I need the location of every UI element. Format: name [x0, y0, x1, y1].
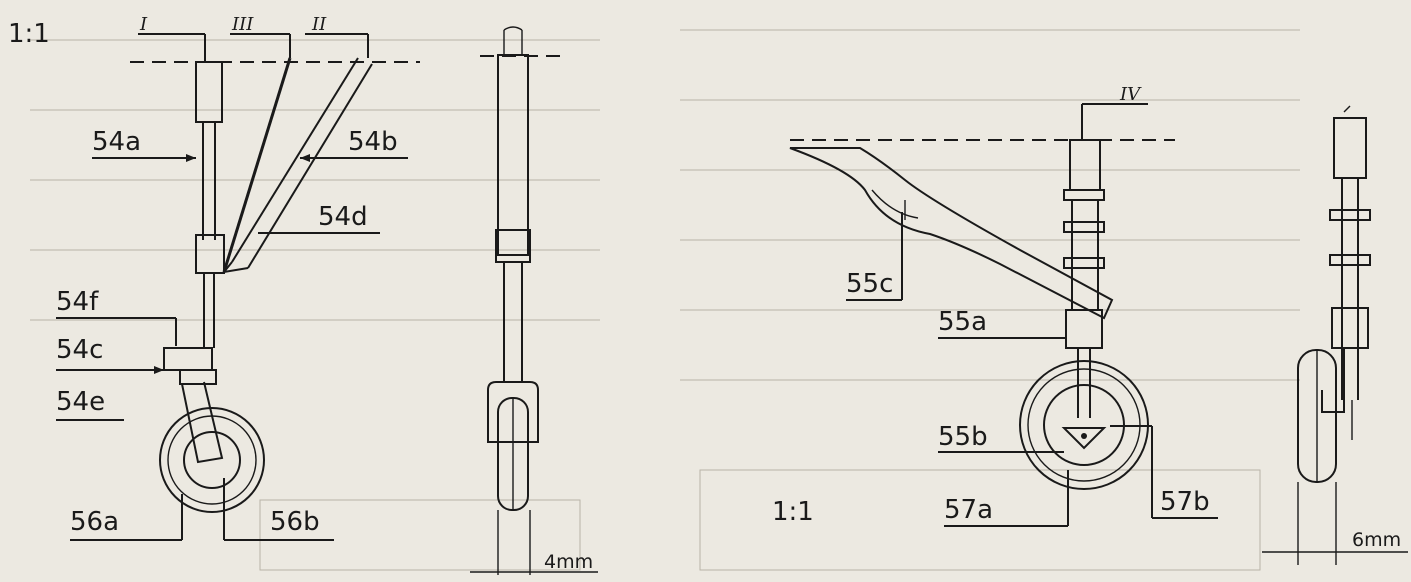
dim-4mm-text: 4mm: [544, 551, 593, 573]
side2-strut-upper: [1333, 117, 1367, 179]
side-fork: [487, 381, 539, 443]
label-57b: 57b: [1160, 487, 1210, 517]
dim-6mm-text: 6mm: [1352, 529, 1401, 551]
side2-block: [1331, 307, 1369, 349]
side2-ring-2: [1329, 254, 1371, 266]
strut-middle-collar: [195, 234, 225, 274]
strut-upper-sleeve: [195, 61, 223, 123]
view-marker-i: I: [139, 14, 148, 35]
label-56b: 56b: [270, 507, 320, 537]
axle-block-upper: [163, 347, 213, 371]
side-strut-upper: [497, 54, 529, 256]
label-54b: 54b: [348, 127, 398, 157]
label-54c: 54c: [56, 335, 103, 365]
side2-top-tick: [1343, 105, 1351, 113]
brace-junction: [221, 261, 249, 274]
label-55c: 55c: [846, 269, 893, 299]
view-marker-iii: III: [231, 14, 254, 35]
label-56a: 56a: [70, 507, 119, 537]
right-strut-upper: [1069, 139, 1101, 191]
label-57a: 57a: [944, 495, 993, 525]
side2-ring-1: [1329, 209, 1371, 221]
left-wheel-tyre-inner: [167, 415, 257, 505]
right-strut-ring-2: [1063, 221, 1105, 233]
bleed-through-texture: [30, 29, 1300, 571]
label-54f: 54f: [56, 287, 99, 317]
brace-ii-a: [231, 57, 359, 263]
right-strut-ring-1: [1063, 189, 1105, 201]
right-strut-ring-3: [1063, 257, 1105, 269]
right-gear-leg-profile: [789, 147, 1114, 320]
arrow-54b: [300, 154, 310, 162]
view-marker-ii: II: [311, 14, 327, 35]
left-wheel-hub: [183, 431, 241, 489]
view-marker-iv: IV: [1119, 84, 1142, 105]
label-55a: 55a: [938, 307, 987, 337]
arrow-54a: [186, 154, 196, 162]
label-54e: 54e: [56, 387, 105, 417]
side-strut-cap: [503, 26, 523, 31]
profile-fillet: [871, 189, 919, 219]
right-wheel-axle: [1081, 433, 1087, 439]
label-54d: 54d: [318, 202, 368, 232]
right-strut-block: [1065, 309, 1103, 349]
right-wheel-hub-plate: [1061, 427, 1107, 450]
trailing-arm: [181, 381, 224, 464]
arrow-54c: [154, 366, 164, 374]
left-wheel-tyre-outer: [159, 407, 265, 513]
left-scale-label: 1:1: [8, 19, 50, 49]
label-54a: 54a: [92, 127, 141, 157]
left-gear-drawing: 1:1 I III II 54a: [8, 14, 598, 575]
side2-fork: [1321, 348, 1345, 413]
axle-block-lower: [179, 369, 217, 385]
right-gear-drawing: IV 55c 55a 55b 57a: [772, 84, 1408, 565]
label-55b: 55b: [938, 422, 988, 452]
right-scale-label: 1:1: [772, 497, 814, 527]
brace-iii: [222, 57, 292, 273]
brace-ii-b: [247, 63, 373, 269]
side-strut-collar: [495, 229, 531, 263]
